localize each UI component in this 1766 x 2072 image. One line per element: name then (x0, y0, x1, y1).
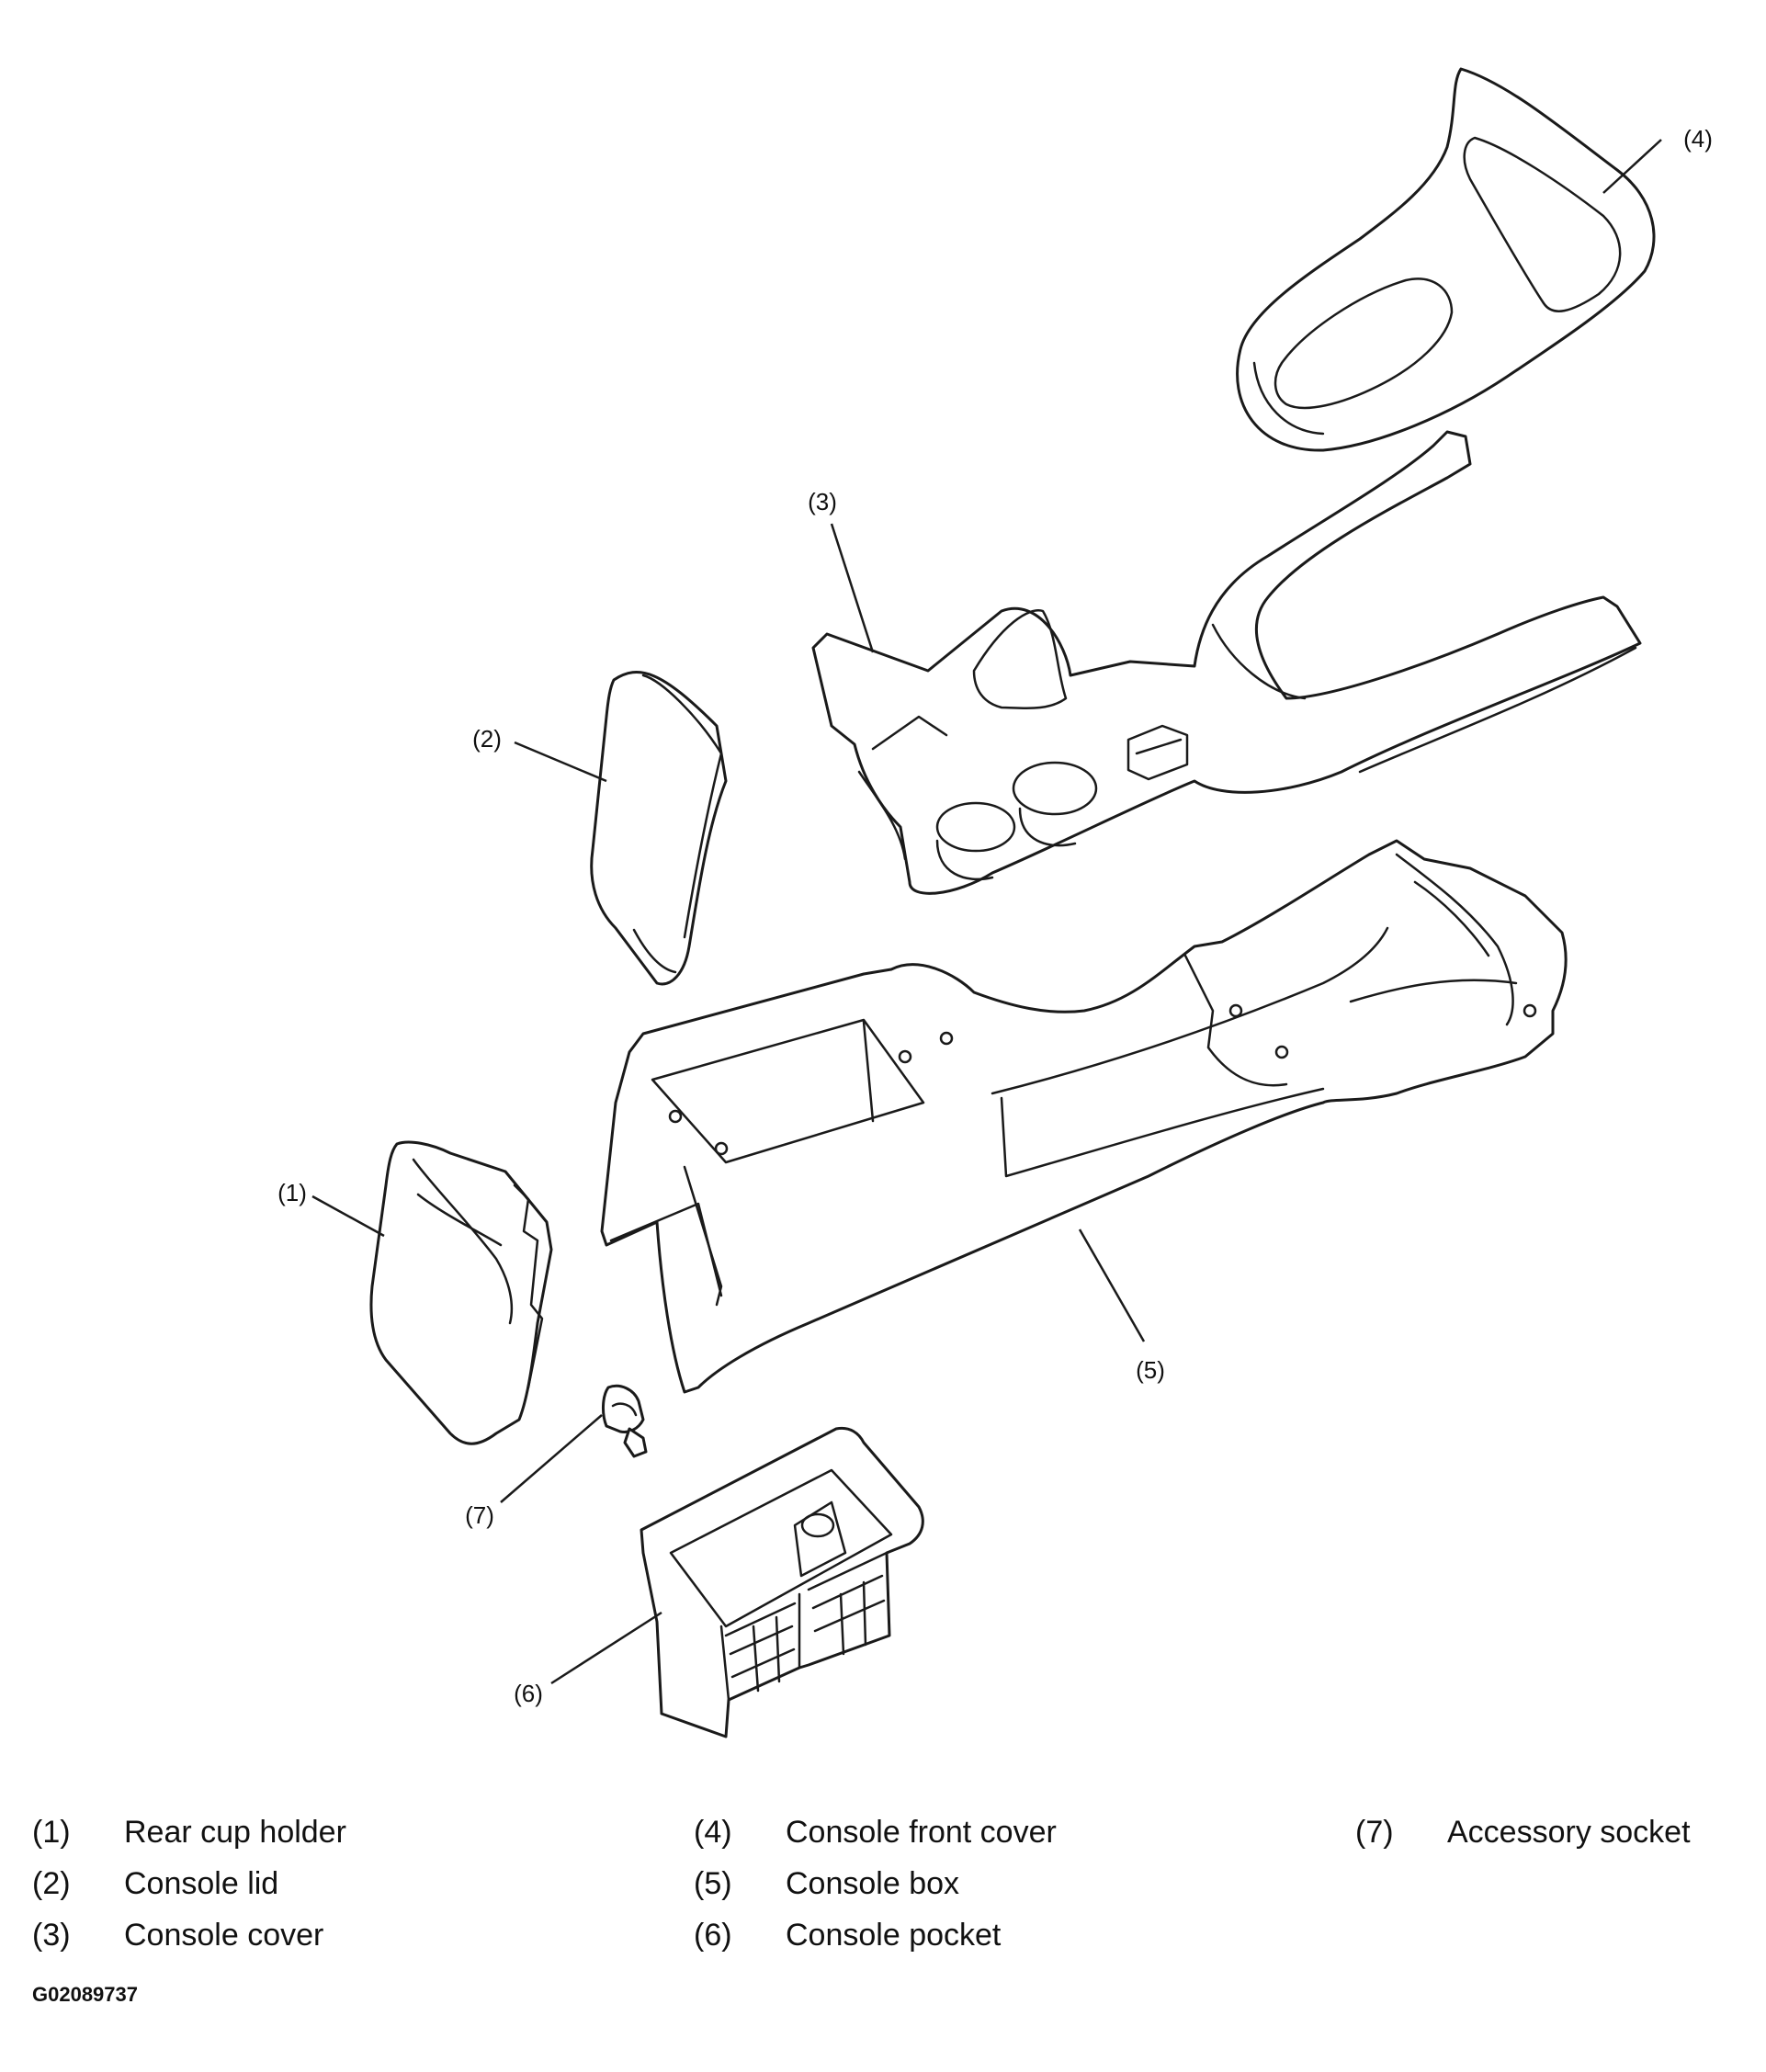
part-rear-cup-holder (369, 1140, 553, 1445)
legend-label: Console pocket (786, 1918, 1002, 1953)
legend-label: Console cover (124, 1918, 324, 1953)
leader-4 (1602, 139, 1662, 194)
legend-column-3: (7) Accessory socket (1355, 1815, 1766, 1866)
legend-item: (2) Console lid (32, 1866, 602, 1918)
legend-item: (7) Accessory socket (1355, 1815, 1766, 1866)
legend-number: (1) (32, 1815, 71, 1850)
callout-6: (6) (514, 1680, 543, 1707)
part-console-pocket (640, 1426, 924, 1738)
callout-1: (1) (277, 1179, 307, 1206)
exploded-console-diagram: (4) (3) (2) (1) (5) (7) (6) (277, 67, 1713, 1738)
legend-item: (5) Console box (694, 1866, 1263, 1918)
callout-4: (4) (1683, 125, 1713, 153)
leader-5 (1078, 1228, 1146, 1342)
callout-2: (2) (472, 725, 502, 753)
part-accessory-socket (602, 1384, 648, 1458)
callout-5: (5) (1136, 1356, 1165, 1384)
leader-2 (514, 741, 607, 783)
legend-label: Console front cover (786, 1815, 1057, 1850)
legend-number: (7) (1355, 1815, 1394, 1850)
callout-7: (7) (465, 1501, 494, 1529)
legend-column-1: (1) Rear cup holder (2) Console lid (3) … (32, 1815, 602, 1969)
legend-item: (1) Rear cup holder (32, 1815, 602, 1866)
legend-number: (3) (32, 1918, 71, 1953)
leader-3 (830, 523, 875, 653)
legend-item: (4) Console front cover (694, 1815, 1263, 1866)
legend-label: Rear cup holder (124, 1815, 346, 1850)
leader-7 (500, 1414, 603, 1503)
part-console-lid (590, 671, 728, 986)
legend-label: Accessory socket (1447, 1815, 1691, 1850)
legend-number: (2) (32, 1866, 71, 1901)
figure-code: G02089737 (32, 1983, 138, 2006)
leader-lines (311, 139, 1662, 1685)
legend-number: (5) (694, 1866, 732, 1901)
callout-3: (3) (808, 488, 837, 515)
legend-label: Console lid (124, 1866, 279, 1901)
leader-1 (311, 1195, 385, 1238)
leader-6 (550, 1611, 662, 1685)
legend-item: (3) Console cover (32, 1918, 602, 1969)
legend-column-2: (4) Console front cover (5) Console box … (694, 1815, 1263, 1969)
legend-item: (6) Console pocket (694, 1918, 1263, 1969)
legend-number: (4) (694, 1815, 732, 1850)
part-console-cover (811, 430, 1642, 895)
part-console-front-cover (1236, 67, 1656, 452)
part-console-box (600, 839, 1568, 1394)
legend-number: (6) (694, 1918, 732, 1953)
legend-label: Console box (786, 1866, 960, 1901)
